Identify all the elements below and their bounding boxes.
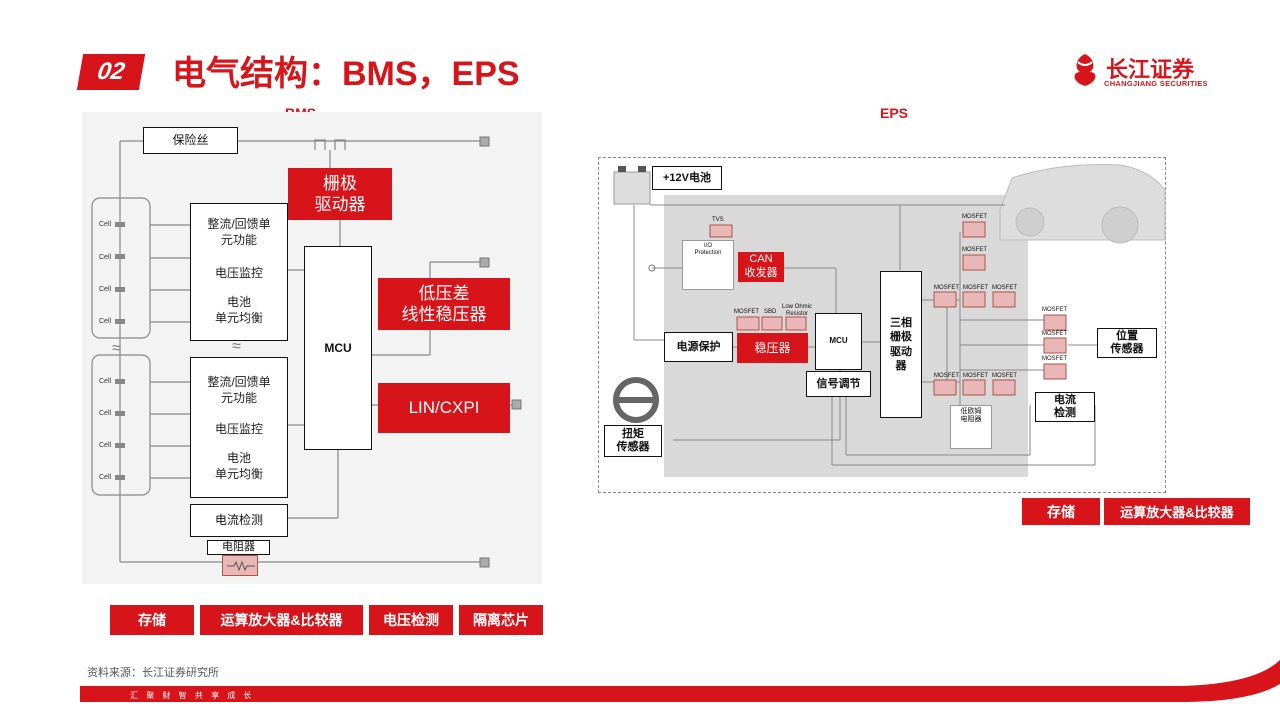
mcu-label: MCU xyxy=(324,340,352,355)
footer-slogan: 汇 聚 财 智 共 享 成 长 xyxy=(130,691,255,700)
mosfet-label: MOSFET xyxy=(963,285,988,291)
cell-label: Cell xyxy=(99,474,112,481)
tvs-label: TVS xyxy=(712,217,724,223)
current-detect-label: 电流检测 xyxy=(214,513,263,528)
torque-sensor-box: 扭矩 传感器 xyxy=(604,425,662,457)
cell-label: Cell xyxy=(99,410,112,417)
low-ohm-resistor-box: 低欧姆 电阻器 xyxy=(950,405,992,449)
position-sensor-box: 位置 传感器 xyxy=(1097,328,1157,358)
eps-tag: 运算放大器&比较器 xyxy=(1104,498,1250,525)
eps-mcu-label: MCU xyxy=(829,336,848,346)
mosfet-label: MOSFET xyxy=(934,285,959,291)
current-detect-eps-box: 电流 检测 xyxy=(1035,392,1095,422)
mosfet-label: MOSFET xyxy=(1042,307,1067,313)
battery-label: +12V电池 xyxy=(663,171,711,184)
approx-symbol: ≈ xyxy=(232,338,241,355)
power-protect-box: 电源保护 xyxy=(664,332,733,362)
resistor-label-box: 电阻器 xyxy=(207,540,270,555)
cell-label: Cell xyxy=(99,442,112,449)
signal-conditioning-box: 信号调节 xyxy=(806,371,871,397)
approx-symbol: ≈ xyxy=(112,340,121,357)
lin-cxpi-box: LIN/CXPI xyxy=(378,383,510,433)
cell-monitor-block-2: 整流/回馈单 元功能 电压监控 电池 单元均衡 xyxy=(190,357,288,498)
regulator-box: 稳压器 xyxy=(737,333,808,363)
cell-label: Cell xyxy=(99,221,112,228)
cell-balance-label: 电池 单元均衡 xyxy=(214,451,263,482)
low-ohm-resistor-label: 低欧姆 电阻器 xyxy=(960,408,982,423)
bms-tag: 电压检测 xyxy=(369,605,453,635)
page-title: 电气结构：BMS，EPS xyxy=(172,55,520,93)
source-note: 资料来源：长江证券研究所 xyxy=(87,667,219,679)
io-protection-box: I/O Protection xyxy=(682,240,734,290)
rectifier-label: 整流/回馈单 元功能 xyxy=(207,375,271,406)
mosfet-label: MOSFET xyxy=(992,285,1017,291)
mosfet-label: MOSFET xyxy=(1042,356,1067,362)
mosfet-label: MOSFET xyxy=(992,373,1017,379)
fuse-label: 保险丝 xyxy=(172,133,209,148)
eps-tag: 存储 xyxy=(1022,498,1100,525)
resistor-label: 电阻器 xyxy=(222,541,255,554)
company-logo-subtext: CHANGJIANG SECURITIES xyxy=(1104,79,1208,88)
cell-label: Cell xyxy=(99,286,112,293)
resistor-icon xyxy=(222,555,258,576)
ldo-box: 低压差 线性稳压器 xyxy=(378,278,510,330)
mosfet-label: MOSFET xyxy=(1042,331,1067,337)
cell-label: Cell xyxy=(99,378,112,385)
three-phase-gate-driver-box: 三相 栅极 驱动 器 xyxy=(880,271,922,418)
sbd-label: SBD xyxy=(764,309,777,315)
low-ohmic-label: Low Ohmic Resistor xyxy=(782,304,813,317)
footer-swoosh xyxy=(80,660,1280,702)
company-logo-text: 长江证券 xyxy=(1106,57,1195,83)
bms-tag: 运算放大器&比较器 xyxy=(200,605,363,635)
gate-driver-box: 栅极 驱动器 xyxy=(288,168,392,220)
mosfet-label: MOSFET xyxy=(962,247,987,253)
bms-tag: 隔离芯片 xyxy=(459,605,543,635)
power-protect-label: 电源保护 xyxy=(676,340,721,353)
bms-tag: 存储 xyxy=(110,605,194,635)
cell-balance-label: 电池 单元均衡 xyxy=(214,295,263,326)
cell-monitor-block-1: 整流/回馈单 元功能 电压监控 电池 单元均衡 xyxy=(190,203,288,341)
cell-label: Cell xyxy=(99,318,112,325)
can-transceiver-box: CAN 收发器 xyxy=(738,252,784,282)
company-logo-icon xyxy=(1074,54,1096,86)
rectifier-label: 整流/回馈单 元功能 xyxy=(207,217,271,248)
mosfet-label: MOSFET xyxy=(963,373,988,379)
signal-label: 信号调节 xyxy=(816,377,861,390)
mosfet-label: MOSFET xyxy=(734,309,759,315)
mosfet-label: MOSFET xyxy=(962,214,987,220)
cell-label: Cell xyxy=(99,254,112,261)
mosfet-label: MOSFET xyxy=(934,373,959,379)
eps-mcu-box: MCU xyxy=(815,313,862,370)
voltage-monitor-label: 电压监控 xyxy=(214,422,263,436)
io-protection-label: I/O Protection xyxy=(694,243,722,256)
fuse-box: 保险丝 xyxy=(143,127,238,154)
current-detect-box: 电流检测 xyxy=(190,504,288,537)
bms-mcu-box: MCU xyxy=(304,246,372,450)
voltage-monitor-label: 电压监控 xyxy=(214,266,263,280)
battery-box: +12V电池 xyxy=(652,166,722,190)
eps-section-label: EPS xyxy=(880,105,909,121)
